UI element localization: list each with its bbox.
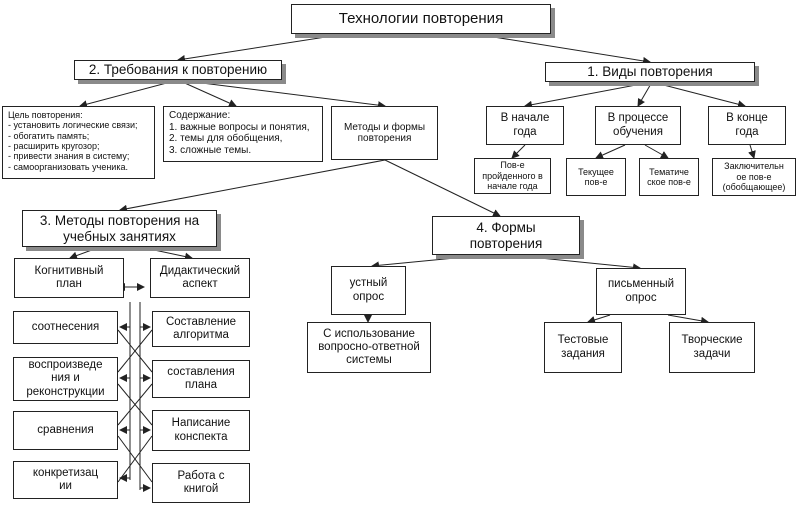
didactic-item: Составление алгоритма xyxy=(152,311,250,347)
types-heading: 1. Виды повторения xyxy=(545,62,755,82)
final-review-box: Заключительн ое пов-е (обобщающее) xyxy=(712,158,796,196)
thematic-review-box: Тематиче ское пов-е xyxy=(639,158,699,196)
current-review-box: Текущее пов-е xyxy=(566,158,626,196)
end-of-year-box: В конце года xyxy=(708,106,786,145)
during-study-box: В процессе обучения xyxy=(595,106,681,145)
cognitive-item: сравнения xyxy=(13,411,118,450)
cognitive-item: соотнесения xyxy=(13,311,118,344)
question-answer-box: С использование вопросно-ответной систем… xyxy=(307,322,431,373)
methods-heading: 3. Методы повторения на учебных занятиях xyxy=(22,210,217,247)
didactic-item: составления плана xyxy=(152,360,250,398)
didactic-item: Написание конспекта xyxy=(152,410,250,451)
didactic-item: Работа с книгой xyxy=(152,463,250,503)
oral-quiz-box: устный опрос xyxy=(331,266,406,315)
goal-box: Цель повторения: - установить логические… xyxy=(2,106,155,179)
cognitive-item: конкретизац ии xyxy=(13,461,118,499)
requirements-heading: 2. Требования к повторению xyxy=(74,60,282,80)
written-quiz-box: письменный опрос xyxy=(596,268,686,315)
cognitive-plan-box: Когнитивный план xyxy=(14,258,124,298)
methods-forms-box: Методы и формы повторения xyxy=(331,106,438,160)
creative-tasks-box: Творческие задачи xyxy=(669,322,755,373)
start-year-review-box: Пов-е пройденного в начале года xyxy=(474,158,551,194)
test-tasks-box: Тестовые задания xyxy=(544,322,622,373)
content-box: Содержание: 1. важные вопросы и понятия,… xyxy=(163,106,323,162)
start-of-year-box: В начале года xyxy=(486,106,564,145)
didactic-aspect-box: Дидактический аспект xyxy=(150,258,250,298)
title-box: Технологии повторения xyxy=(291,4,551,34)
cognitive-item: воспроизведе ния и реконструкции xyxy=(13,357,118,401)
forms-heading: 4. Формы повторения xyxy=(432,216,580,255)
